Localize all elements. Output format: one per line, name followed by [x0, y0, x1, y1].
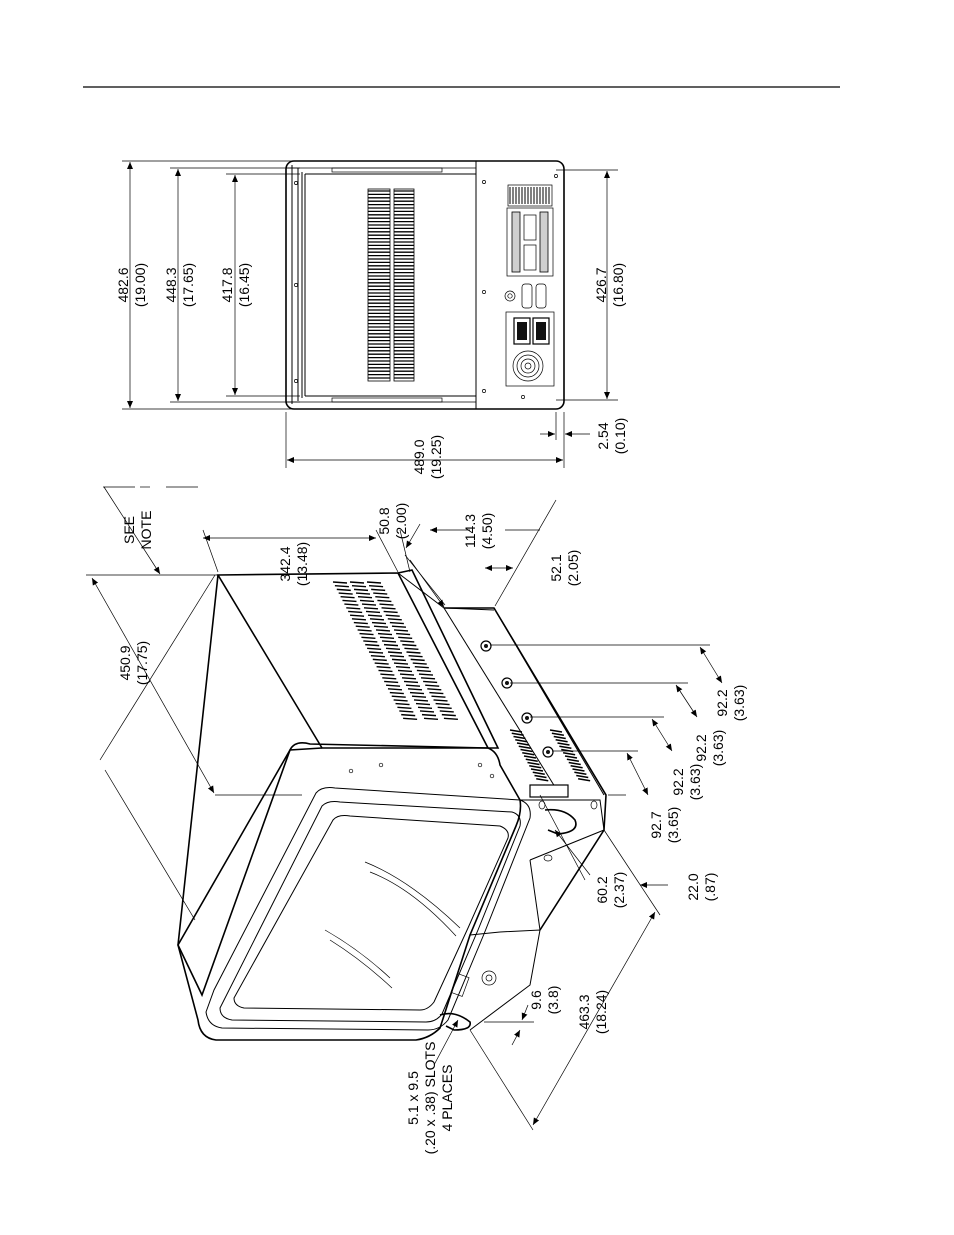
dim-label: 342.4	[277, 546, 293, 581]
dim-label: (3.8)	[545, 986, 561, 1015]
dim-label: (3.63)	[731, 685, 747, 722]
dim-label: 22.0	[685, 873, 701, 900]
dim-label: 114.3	[462, 514, 478, 548]
dim-label: 489.0	[411, 439, 427, 474]
dim-label: (16.45)	[236, 263, 252, 307]
dim-label: 450.9	[117, 645, 133, 680]
dim-label: (.87)	[702, 873, 718, 902]
slots-label: (.20 x .38) SLOTS	[422, 1042, 438, 1155]
dim-label: 417.8	[219, 267, 235, 302]
dim-label: 9.6	[528, 990, 544, 1010]
top-view-outline	[285, 160, 565, 410]
dim-label: 52.1	[548, 554, 564, 581]
slots-label: 4 PLACES	[439, 1065, 455, 1132]
dim-label: 426.7	[593, 267, 609, 302]
dim-label: (2.37)	[611, 872, 627, 909]
dim-label: (3.63)	[687, 764, 703, 801]
see-note-label: NOTE	[138, 511, 154, 550]
dim-label: 92.7	[648, 811, 664, 838]
iso-view	[177, 569, 607, 1041]
dim-label: (3.65)	[665, 807, 681, 844]
dim-label: 448.3	[163, 267, 179, 302]
iso-dimensions	[86, 486, 723, 1131]
dim-label: 92.2	[693, 734, 709, 761]
dim-label: (19.25)	[428, 435, 444, 479]
dim-label: 2.54	[595, 422, 611, 449]
dim-label: (0.10)	[612, 418, 628, 455]
see-note-label: SEE	[121, 516, 137, 544]
dim-label: (2.05)	[565, 550, 581, 587]
dim-label: (16.80)	[610, 263, 626, 307]
dim-label: (17.75)	[134, 641, 150, 685]
dim-label: (13.48)	[294, 542, 310, 586]
labels: 482.6 (19.00) 448.3 (17.65) 417.8 (16.45…	[115, 263, 747, 1155]
slots-label: 5.1 x 9.5	[405, 1071, 421, 1125]
dim-label: 92.2	[670, 768, 686, 795]
dim-label: (2.00)	[393, 503, 409, 540]
dim-label: (4.50)	[479, 513, 495, 550]
iso-vents	[332, 581, 458, 721]
dim-label: (3.63)	[710, 730, 726, 767]
top-view-dimensions	[122, 160, 618, 468]
dim-label: 50.8	[376, 507, 392, 534]
dim-label: (19.00)	[132, 263, 148, 307]
dim-label: 92.2	[714, 689, 730, 716]
dim-label: (17.65)	[180, 263, 196, 307]
top-view	[285, 160, 565, 410]
iso-vents-lower	[509, 729, 591, 782]
top-vents	[367, 188, 415, 382]
dim-label: (18.24)	[593, 990, 609, 1034]
dim-label: 482.6	[115, 267, 131, 302]
dim-label: 463.3	[576, 994, 592, 1029]
dim-label: 60.2	[594, 876, 610, 903]
